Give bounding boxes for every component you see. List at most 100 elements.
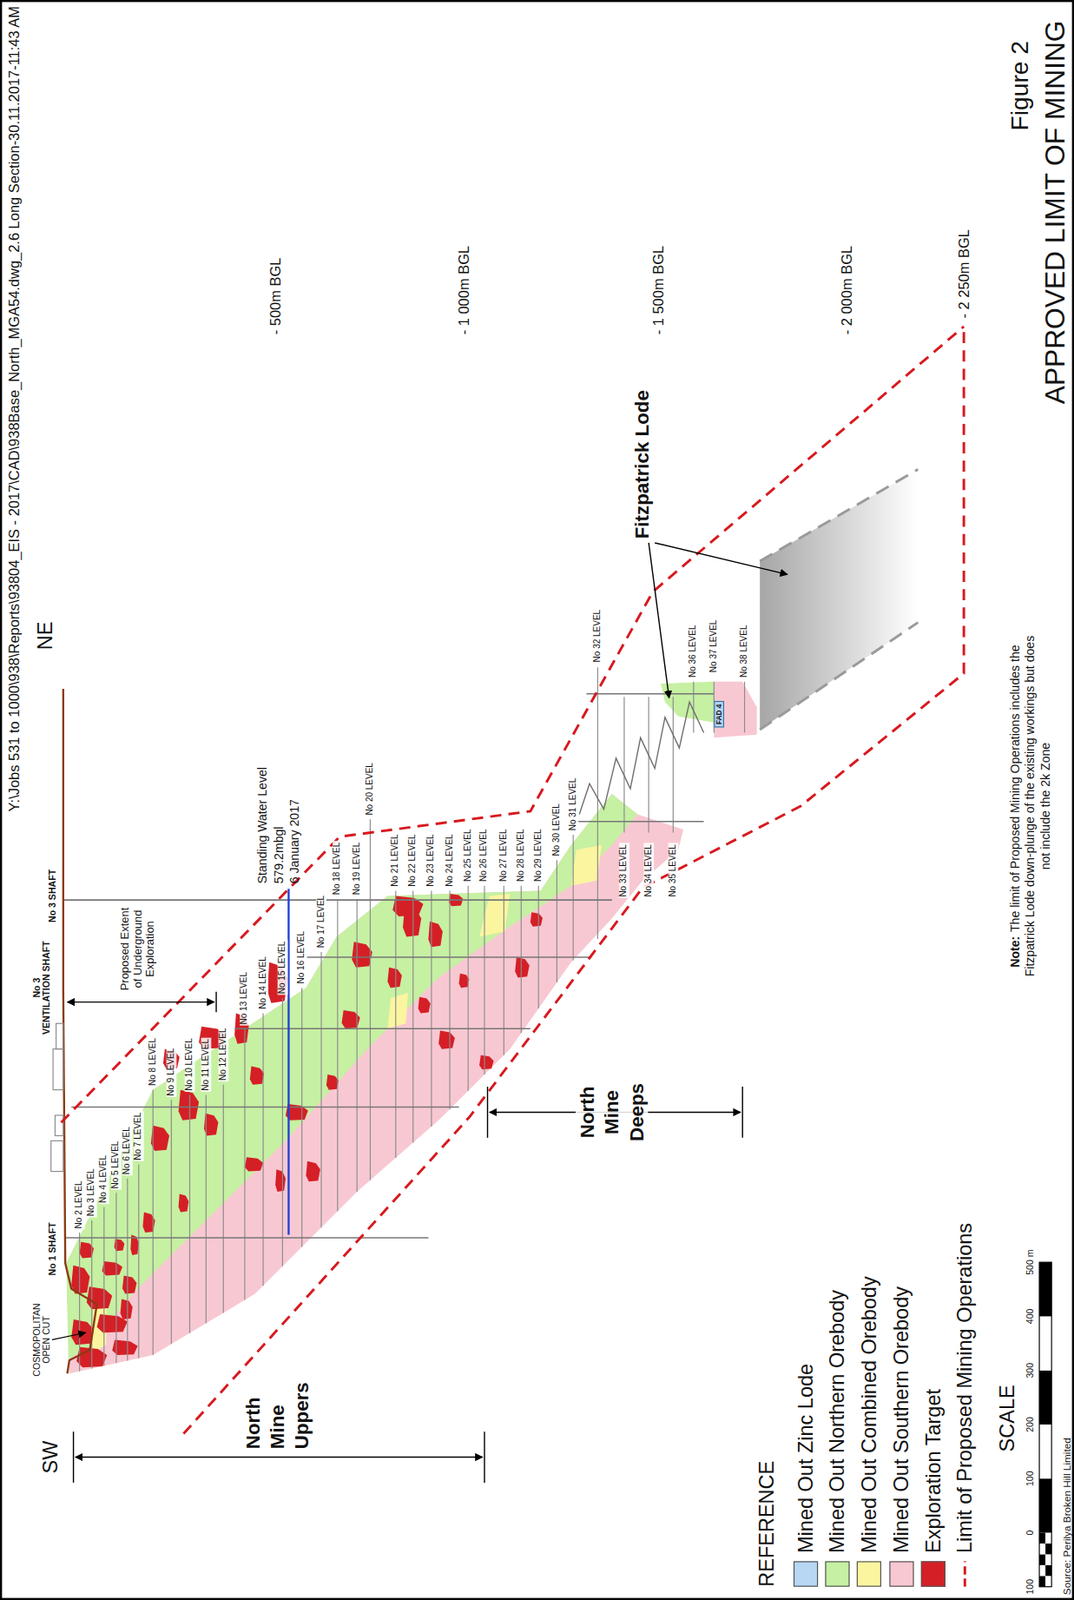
depth-label: - 2 000m BGL — [838, 245, 856, 335]
level-label: No 2 LEVEL — [74, 1179, 85, 1229]
level-label: No 30 LEVEL — [552, 802, 562, 857]
shaft-label: No 1 SHAFT — [47, 1221, 59, 1275]
level-drive — [503, 885, 505, 1055]
exploration-target — [514, 956, 529, 977]
level-drive — [282, 997, 284, 1266]
southern-orebody — [65, 793, 684, 1373]
exploration-target — [351, 941, 372, 967]
shaft-label: VENTILATION SHAFT — [41, 940, 53, 1035]
fitzpatrick-target-shading — [759, 468, 918, 730]
exploration-extent-arrow — [67, 1001, 215, 1002]
level-drive — [623, 696, 625, 832]
exploration-target — [305, 1160, 320, 1181]
level-label: No 17 LEVEL — [316, 894, 326, 949]
shaft-label: No 3 SHAFT — [47, 869, 59, 923]
mine-zone-label: North Mine Uppers — [241, 1381, 315, 1449]
level-label: No 22 LEVEL — [408, 832, 418, 888]
source-note: Source: Perilya Broken Hill Limited — [1060, 1436, 1074, 1595]
level-label: No 4 LEVEL — [98, 1153, 109, 1204]
level-label: No 32 LEVEL — [593, 608, 603, 664]
bracket-tick — [483, 1430, 485, 1483]
legend-text: Mined Out Southern Orebody — [889, 1285, 913, 1553]
exploration-target — [418, 996, 431, 1014]
depth-label: - 500m BGL — [267, 257, 284, 336]
level-drive — [369, 818, 371, 1180]
legend-text: Mined Out Northern Orebody — [825, 1289, 850, 1553]
shaft-line — [65, 1236, 429, 1239]
scale-bar-cell — [1045, 1531, 1052, 1542]
exploration-target — [479, 1054, 494, 1069]
legend-swatch — [921, 1560, 946, 1586]
exploration-target — [326, 1074, 339, 1090]
depth-label: - 1 000m BGL — [455, 245, 473, 335]
level-label: No 28 LEVEL — [516, 827, 527, 883]
exploration-target — [86, 1285, 113, 1309]
legend-line-sample — [951, 1560, 979, 1586]
level-drive — [138, 1163, 139, 1358]
level-label: No 21 LEVEL — [390, 832, 401, 888]
exploration-target — [120, 1298, 133, 1318]
limit-of-mining-line — [60, 326, 964, 1122]
level-label: No 33 LEVEL — [619, 843, 629, 898]
level-drive — [597, 666, 599, 939]
open-cut-label: OPEN CUT — [41, 1315, 53, 1364]
level-label: No 13 LEVEL — [239, 970, 250, 1026]
level-drive — [672, 696, 674, 832]
exploration-target — [438, 1029, 455, 1048]
extent-bracket — [75, 1456, 483, 1457]
level-drive — [223, 1084, 225, 1313]
shaft-line — [234, 1027, 531, 1029]
scale-number: 500 m — [1024, 1248, 1035, 1274]
level-drive — [171, 1099, 172, 1344]
shaft-label: No 3 — [31, 977, 42, 998]
scale-bar-segment — [1039, 1315, 1052, 1370]
level-drive — [320, 951, 322, 1227]
limit-of-mining-line — [183, 326, 964, 1434]
scale-bar-cell — [1039, 1531, 1046, 1542]
level-label: No 27 LEVEL — [499, 827, 509, 883]
direction-label: SW — [39, 1440, 63, 1474]
level-label: No 9 LEVEL — [166, 1047, 177, 1097]
legend-swatch — [825, 1560, 850, 1586]
level-label: No 29 LEVEL — [533, 827, 544, 883]
scale-bar-segment — [1039, 1423, 1052, 1478]
scale-number: 400 — [1024, 1308, 1035, 1325]
level-label: No 31 LEVEL — [567, 777, 578, 832]
standing-water-line — [287, 888, 290, 1234]
ground-surface — [63, 688, 98, 1373]
legend-text: Mined Out Combined Orebody — [857, 1275, 882, 1553]
level-label: No 14 LEVEL — [257, 955, 268, 1010]
scale-bar-cell — [1039, 1553, 1046, 1564]
scale-number: 100 — [1024, 1578, 1035, 1595]
bracket-tick — [215, 991, 217, 1012]
level-label: No 20 LEVEL — [365, 761, 376, 817]
level-drive — [648, 696, 650, 832]
level-label: No 10 LEVEL — [184, 1036, 195, 1092]
level-drive — [556, 859, 558, 982]
level-drive — [356, 898, 358, 1192]
exploration-target — [250, 1066, 264, 1085]
water-level-label: 579.2mbgl — [272, 825, 287, 883]
level-label: No 24 LEVEL — [444, 832, 455, 888]
leader-arrow — [648, 542, 669, 699]
exploration-target — [530, 911, 543, 926]
level-drive — [243, 1027, 245, 1299]
southern-orebody — [713, 681, 757, 738]
exploration-target — [392, 895, 423, 916]
level-drive — [262, 1013, 264, 1286]
scale-bar-cell — [1045, 1542, 1052, 1554]
level-label: No 34 LEVEL — [643, 843, 653, 898]
shaft-line — [71, 1106, 459, 1108]
scale-number: 300 — [1024, 1362, 1035, 1378]
exploration-target — [178, 1192, 190, 1212]
level-drive — [205, 1094, 207, 1324]
surface-building — [56, 1022, 64, 1048]
decline-workings — [579, 701, 704, 814]
shaft-line — [305, 955, 592, 958]
level-label: No 6 LEVEL — [122, 1125, 132, 1175]
level-label: No 15 LEVEL — [277, 940, 288, 995]
open-cut-label: COSMOPOLITAN — [31, 1302, 42, 1376]
level-drive — [91, 1219, 93, 1369]
bracket-tick — [742, 1086, 744, 1138]
